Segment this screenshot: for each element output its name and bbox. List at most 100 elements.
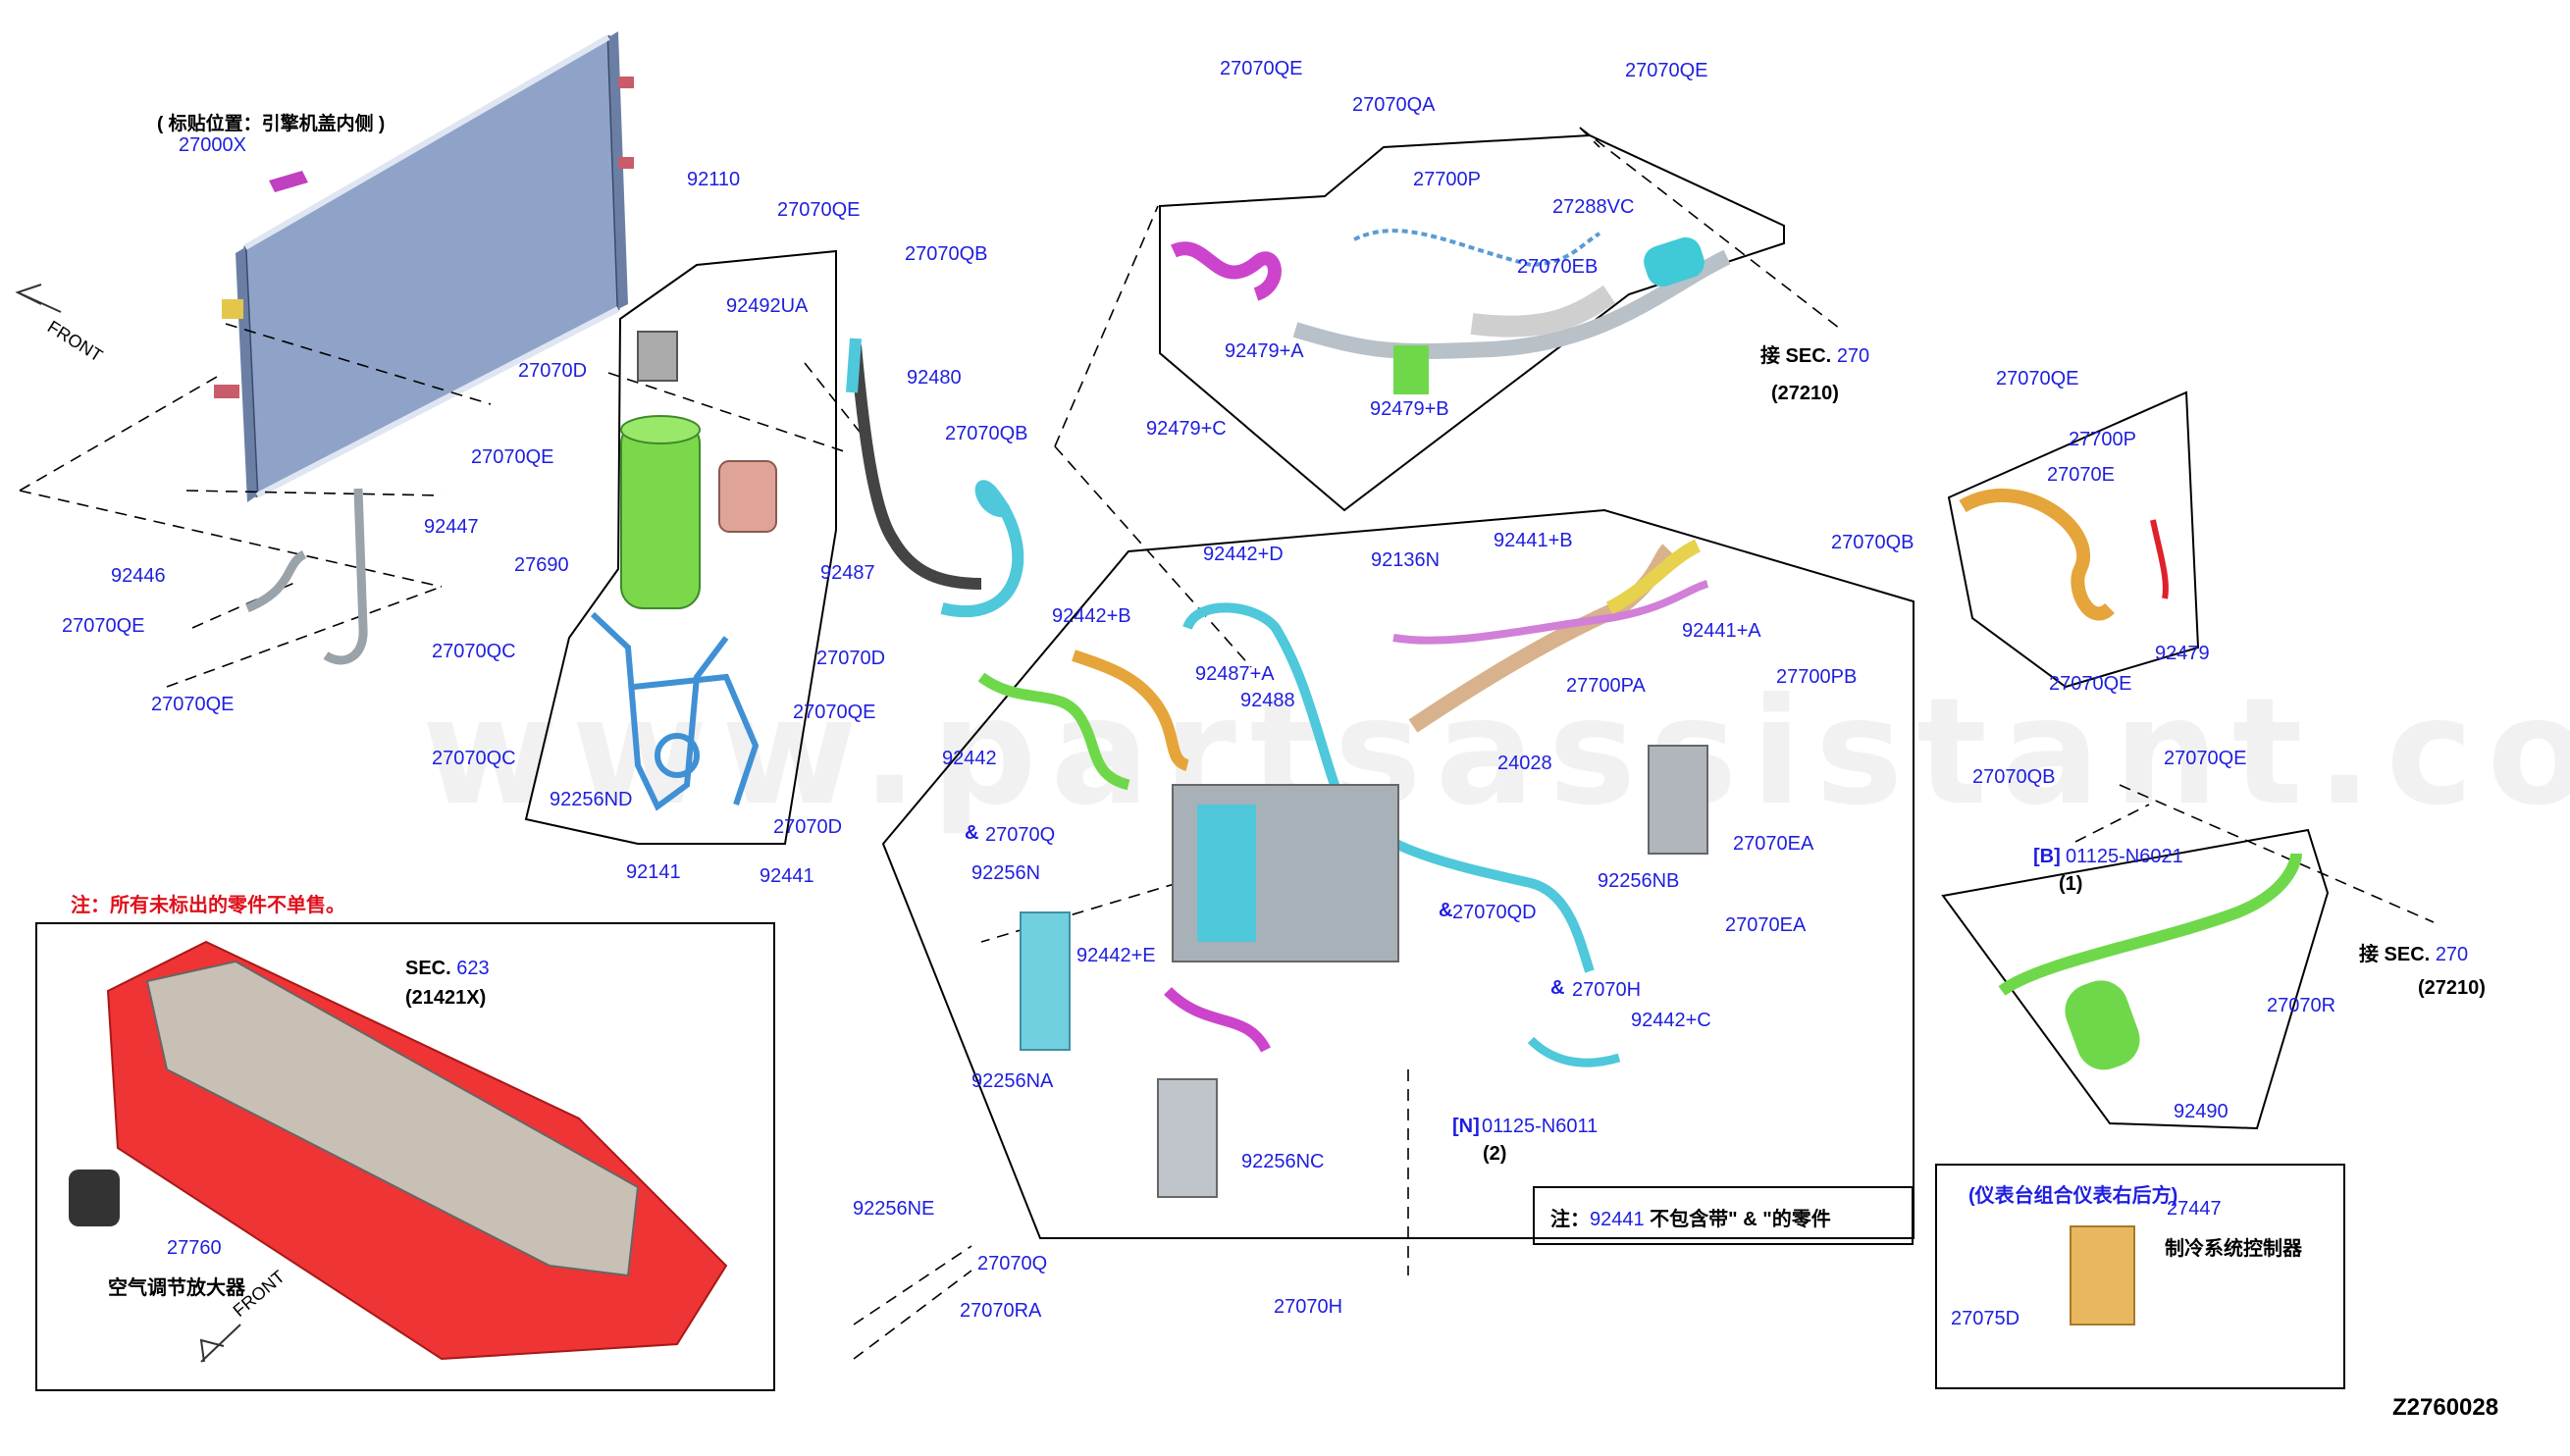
amplifier-27760 bbox=[69, 1170, 120, 1226]
part-label[interactable]: 92442+C bbox=[1631, 1010, 1711, 1031]
part-label[interactable]: 27070QE bbox=[1996, 368, 2079, 390]
bracket-92256n bbox=[1020, 911, 1071, 1051]
diagram-id: Z2760028 bbox=[2392, 1394, 2499, 1421]
part-label[interactable]: 27070H bbox=[1274, 1296, 1343, 1318]
insulator-27070eb bbox=[1470, 285, 1616, 338]
amplifier-inset-box bbox=[35, 922, 775, 1391]
part-label[interactable]: 92256NB bbox=[1598, 870, 1680, 892]
part-label[interactable]: 27070Q bbox=[977, 1253, 1048, 1274]
part-label[interactable]: 27070QE bbox=[793, 702, 876, 723]
part-label[interactable]: 27070QE bbox=[62, 615, 145, 637]
sec270-right-number[interactable]: 270 bbox=[2435, 944, 2469, 965]
part-label[interactable]: 27070QE bbox=[2049, 673, 2132, 695]
part-label[interactable]: 92256NA bbox=[971, 1070, 1054, 1092]
part-label[interactable]: 27070QB bbox=[1831, 532, 1914, 553]
part-label[interactable]: 92447 bbox=[424, 516, 479, 538]
part-label[interactable]: 27700P bbox=[2069, 429, 2136, 450]
part-label[interactable]: 92479+C bbox=[1146, 418, 1227, 440]
part-label[interactable]: 27070D bbox=[518, 360, 588, 382]
part-label[interactable]: 92487 bbox=[820, 562, 875, 584]
part-label[interactable]: 27070H bbox=[1572, 979, 1642, 1001]
part-label[interactable]: 92442+B bbox=[1052, 605, 1131, 627]
part-label[interactable]: 92490 bbox=[2174, 1101, 2229, 1122]
part-label[interactable]: 92136N bbox=[1371, 549, 1441, 571]
part-label[interactable]: 92479+A bbox=[1225, 340, 1304, 362]
bottom-note-part: 92441 bbox=[1590, 1209, 1645, 1230]
hose-92480-cyan-end bbox=[846, 338, 862, 393]
instrument-panel-body bbox=[145, 960, 640, 1277]
muffler-27288vc bbox=[1644, 236, 1705, 287]
sec623-number[interactable]: 623 bbox=[456, 958, 490, 979]
sec623-sub: (21421X) bbox=[405, 987, 487, 1009]
part-label[interactable]: 92256NC bbox=[1241, 1151, 1325, 1172]
part-label[interactable]: 27070QE bbox=[777, 199, 861, 221]
part-marker: & bbox=[1439, 900, 1453, 921]
part-label[interactable]: 27700P bbox=[1413, 169, 1481, 190]
part-label[interactable]: 27070EB bbox=[1517, 256, 1599, 278]
front-arrow-bottom bbox=[199, 1324, 241, 1363]
part-label[interactable]: 27070EA bbox=[1725, 914, 1807, 936]
part-label[interactable]: 24028 bbox=[1497, 753, 1552, 774]
part-label[interactable]: 27070RA bbox=[960, 1300, 1042, 1322]
not-sold-note: 注：所有未标出的零件不单售。 bbox=[71, 895, 345, 916]
part-label[interactable]: 27760 bbox=[167, 1237, 222, 1259]
part-label[interactable]: 27070QE bbox=[1220, 58, 1303, 79]
part-label[interactable]: 27070E bbox=[2047, 464, 2115, 486]
part-label[interactable]: 92442+E bbox=[1076, 945, 1156, 966]
part-label[interactable]: 92256ND bbox=[550, 789, 633, 810]
part-label[interactable]: 01125-N6011 bbox=[1482, 1116, 1599, 1137]
controller-name: 制冷系统控制器 bbox=[2165, 1238, 2302, 1260]
part-label[interactable]: 27070R bbox=[2267, 995, 2336, 1016]
part-label[interactable]: 01125-N6021 bbox=[2066, 846, 2183, 867]
pipe-92479-b-grey bbox=[1292, 249, 1731, 359]
part-label[interactable]: 92110 bbox=[687, 169, 741, 190]
part-label[interactable]: 92141 bbox=[626, 861, 681, 883]
part-label[interactable]: 27690 bbox=[514, 554, 569, 576]
part-label[interactable]: 92441+A bbox=[1682, 620, 1761, 642]
part-label[interactable]: 27070QE bbox=[151, 694, 235, 715]
part-label[interactable]: 92480 bbox=[907, 367, 962, 389]
part-label[interactable]: 27070QE bbox=[1625, 60, 1708, 81]
part-label[interactable]: 27070QB bbox=[945, 423, 1028, 444]
part-label[interactable]: 27700PA bbox=[1566, 675, 1646, 697]
part-label[interactable]: 27070Q bbox=[985, 824, 1056, 846]
part-label[interactable]: 27075D bbox=[1951, 1308, 2020, 1329]
part-label[interactable]: 27070QE bbox=[2164, 748, 2247, 769]
condenser bbox=[214, 31, 634, 502]
part-label[interactable]: 92488 bbox=[1240, 690, 1295, 711]
part-label[interactable]: 27288VC bbox=[1552, 196, 1635, 218]
part-label[interactable]: 27070QC bbox=[432, 748, 516, 769]
part-marker: (1) bbox=[2059, 873, 2083, 895]
part-label[interactable]: 27447 bbox=[2167, 1198, 2222, 1220]
part-label[interactable]: 92446 bbox=[111, 565, 166, 587]
pipe-92490-green bbox=[1998, 853, 2302, 996]
front-arrow-top bbox=[15, 284, 62, 313]
part-label[interactable]: 27070QE bbox=[471, 446, 554, 468]
part-label[interactable]: 27000X bbox=[179, 134, 246, 156]
part-marker: & bbox=[1550, 977, 1565, 999]
part-label[interactable]: 27070QD bbox=[1452, 902, 1537, 923]
sec270-top-number[interactable]: 270 bbox=[1836, 345, 1870, 367]
part-label[interactable]: 92442 bbox=[942, 748, 997, 769]
part-label[interactable]: 92487+A bbox=[1195, 663, 1275, 685]
part-label[interactable]: 27070QA bbox=[1352, 94, 1436, 116]
part-label[interactable]: 27070QB bbox=[905, 243, 988, 265]
part-label[interactable]: 27070QB bbox=[1972, 766, 2056, 788]
part-label[interactable]: 27070D bbox=[816, 648, 886, 669]
part-label[interactable]: 92479 bbox=[2155, 643, 2210, 664]
sec623-label: SEC. 623 bbox=[405, 958, 490, 979]
part-label[interactable]: 92441+B bbox=[1494, 530, 1573, 551]
evap-cyan-core bbox=[1197, 805, 1256, 942]
part-label[interactable]: 92442+D bbox=[1203, 544, 1284, 565]
part-label[interactable]: 27700PB bbox=[1776, 666, 1858, 688]
part-label[interactable]: 92256NE bbox=[853, 1198, 935, 1220]
part-label[interactable]: 92479+B bbox=[1370, 398, 1449, 420]
part-label[interactable]: 27070D bbox=[773, 816, 843, 838]
receiver-drier bbox=[620, 415, 701, 609]
part-label[interactable]: 92492UA bbox=[726, 295, 809, 317]
part-label[interactable]: 27070EA bbox=[1733, 833, 1814, 855]
part-label[interactable]: 92441 bbox=[760, 865, 814, 887]
part-label[interactable]: 27070QC bbox=[432, 641, 516, 662]
part-label[interactable]: 92256N bbox=[971, 862, 1041, 884]
